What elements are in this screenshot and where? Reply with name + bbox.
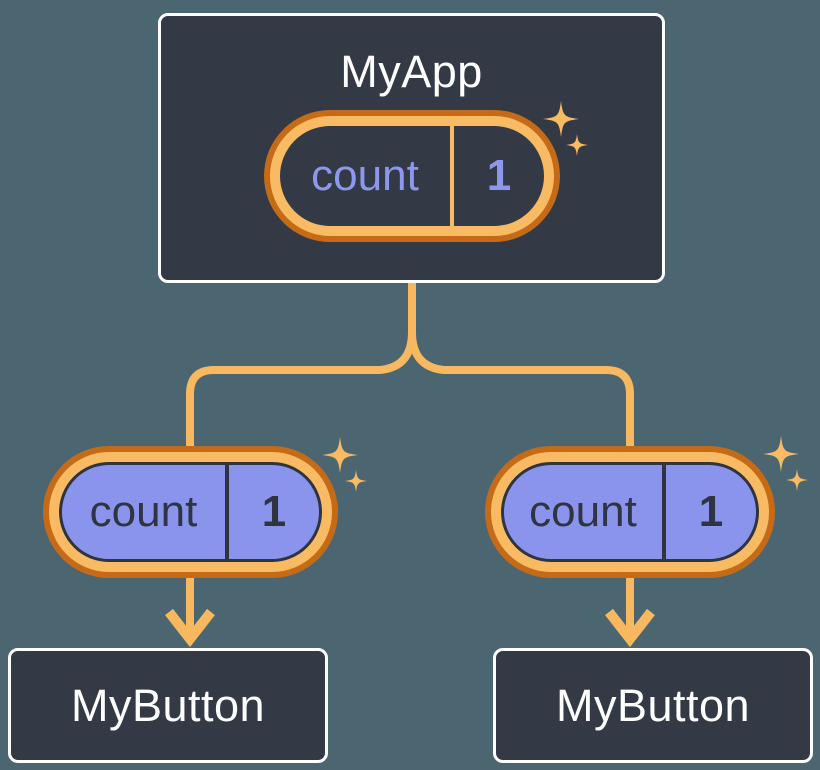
node-myapp-title: MyApp <box>340 46 483 97</box>
node-mybutton-title: MyButton <box>70 679 266 731</box>
prop-pill-left: count 1 <box>43 446 338 578</box>
prop-pill-ring: count 1 <box>491 452 769 572</box>
prop-pill-ring: count 1 <box>49 452 332 572</box>
node-mybutton-right: MyButton <box>493 648 813 763</box>
prop-value: 1 <box>698 487 724 536</box>
prop-key: count <box>504 465 666 559</box>
arrow-down-icon <box>605 608 655 648</box>
prop-value: 1 <box>261 487 287 536</box>
arrow-down-icon <box>165 608 215 648</box>
prop-pill-right: count 1 <box>485 446 775 578</box>
state-pill-ring: count 1 <box>270 116 554 236</box>
prop-key: count <box>62 465 229 559</box>
node-mybutton-title: MyButton <box>555 679 751 731</box>
node-mybutton-left: MyButton <box>8 648 328 763</box>
state-pill-myapp: count 1 <box>264 110 560 242</box>
state-key: count <box>280 126 454 226</box>
state-value: 1 <box>486 151 512 200</box>
